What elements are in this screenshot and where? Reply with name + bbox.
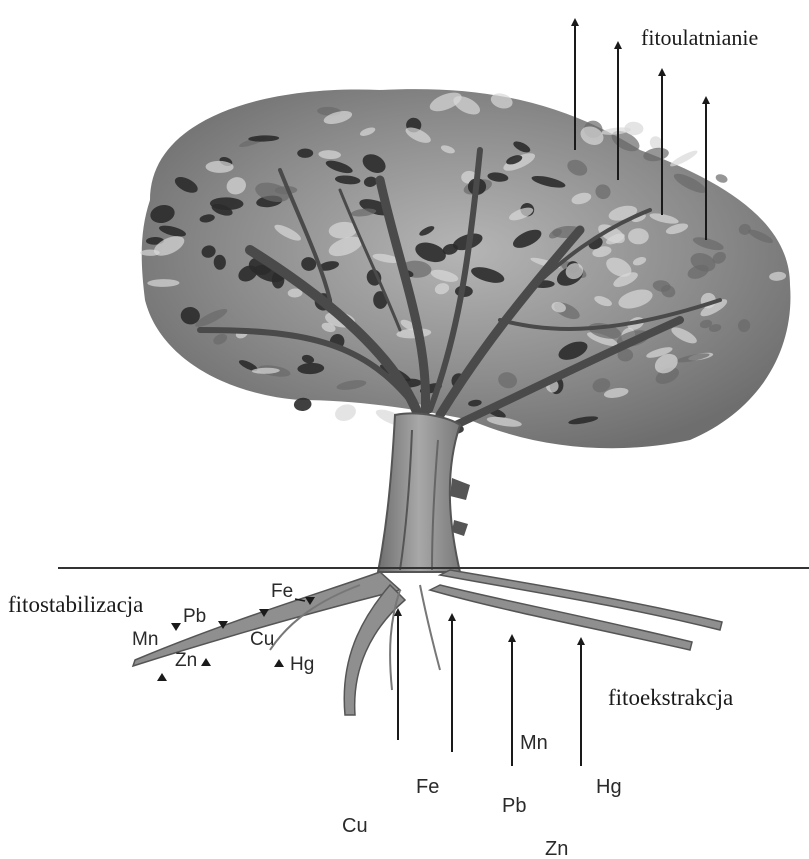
leaf-cluster: [715, 173, 729, 185]
stab-element-pb: Pb: [183, 606, 206, 627]
label-fitoekstrakcja: fitoekstrakcja: [608, 685, 733, 710]
extr-element-fe: Fe: [416, 776, 439, 798]
extr-element-zn: Zn: [545, 838, 568, 859]
extr-element-pb: Pb: [502, 795, 526, 817]
leaf-cluster: [333, 402, 358, 424]
stab-element-mn: Mn: [132, 629, 158, 650]
stab-element-cu: Cu: [250, 629, 274, 650]
label-fitostabilizacja: fitostabilizacja: [8, 592, 143, 617]
stab-element-fe: Fe: [271, 581, 293, 602]
extr-element-cu: Cu: [342, 815, 368, 837]
label-fitoulatnianie: fitoulatnianie: [641, 25, 758, 50]
extraction-arrows: [398, 612, 581, 766]
stab-element-hg: Hg: [290, 654, 314, 675]
extr-element-hg: Hg: [596, 776, 622, 798]
leaf-cluster: [628, 228, 649, 244]
stab-element-zn: Zn: [175, 650, 197, 671]
tree-trunk: [378, 413, 470, 572]
leaf-cluster: [669, 148, 699, 169]
extr-element-mn: Mn: [520, 732, 548, 754]
